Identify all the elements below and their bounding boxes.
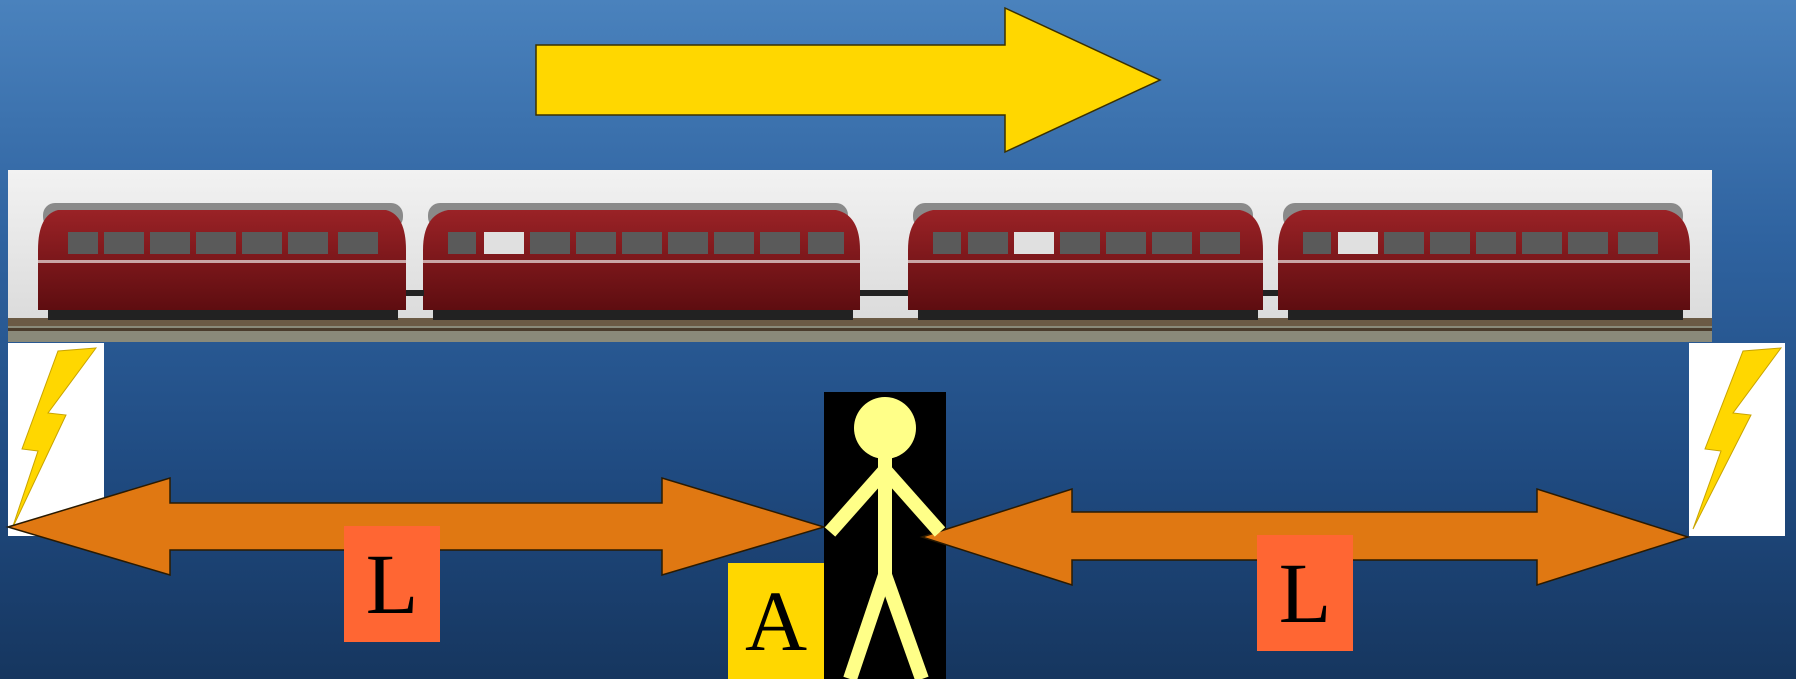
rail-car-2 bbox=[423, 203, 860, 320]
rail-car-1 bbox=[38, 203, 406, 320]
train-illustration bbox=[8, 170, 1712, 342]
rail-car-4 bbox=[1278, 203, 1690, 320]
rail-car-3 bbox=[908, 203, 1263, 320]
left-distance-label: L bbox=[344, 526, 440, 642]
stick-figure-icon bbox=[824, 397, 946, 679]
right-flash-box bbox=[1689, 343, 1785, 536]
arrow-right-icon bbox=[535, 6, 1162, 154]
train-photo bbox=[8, 170, 1712, 342]
right-distance-label: L bbox=[1257, 535, 1353, 651]
lightning-icon bbox=[1692, 347, 1783, 530]
lightning-icon bbox=[11, 347, 98, 530]
observer-label: A bbox=[728, 563, 824, 679]
